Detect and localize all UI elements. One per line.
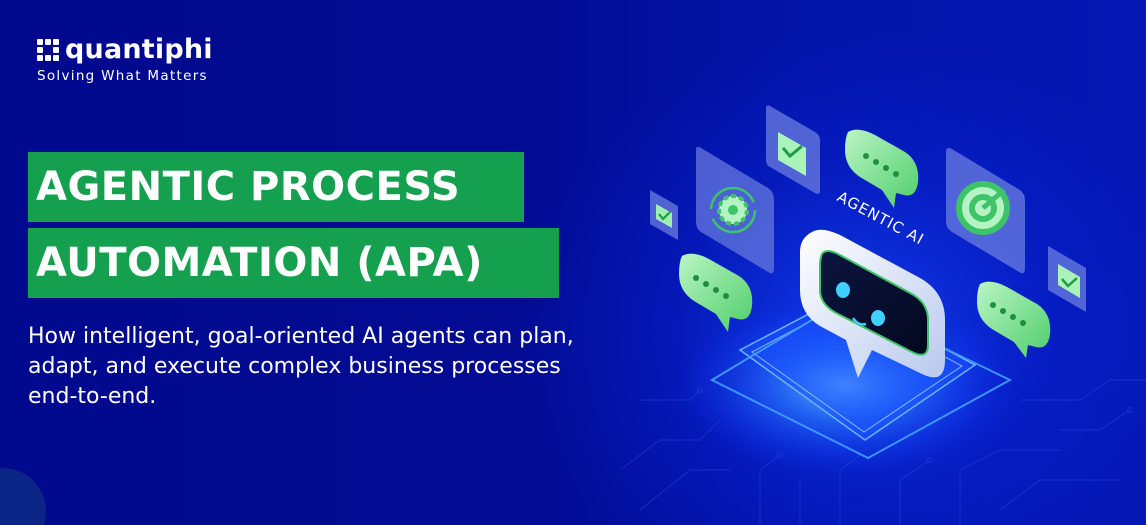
subtitle: How intelligent, goal-oriented AI agents… — [28, 324, 574, 409]
gear-cycle-icon — [696, 146, 774, 274]
chat-bubble-icon — [977, 281, 1051, 358]
headline-line-1: AGENTIC PROCESS — [28, 152, 524, 222]
target-arrow-icon — [946, 148, 1025, 274]
checkbox-icon — [650, 190, 678, 240]
logo-grid-icon — [37, 39, 59, 61]
chat-bubble-icon — [679, 253, 753, 332]
brand-name: quantiphi — [65, 34, 213, 65]
chat-bubble-icon — [845, 129, 919, 208]
brand-tagline: Solving What Matters — [37, 68, 208, 84]
brand-logo[interactable]: quantiphi Solving What Matters — [37, 34, 213, 84]
checkbox-icon — [1048, 246, 1086, 312]
headline-line-2: AUTOMATION (APA) — [28, 228, 559, 298]
robot-chat-icon — [800, 229, 945, 378]
checkbox-icon — [766, 105, 820, 194]
